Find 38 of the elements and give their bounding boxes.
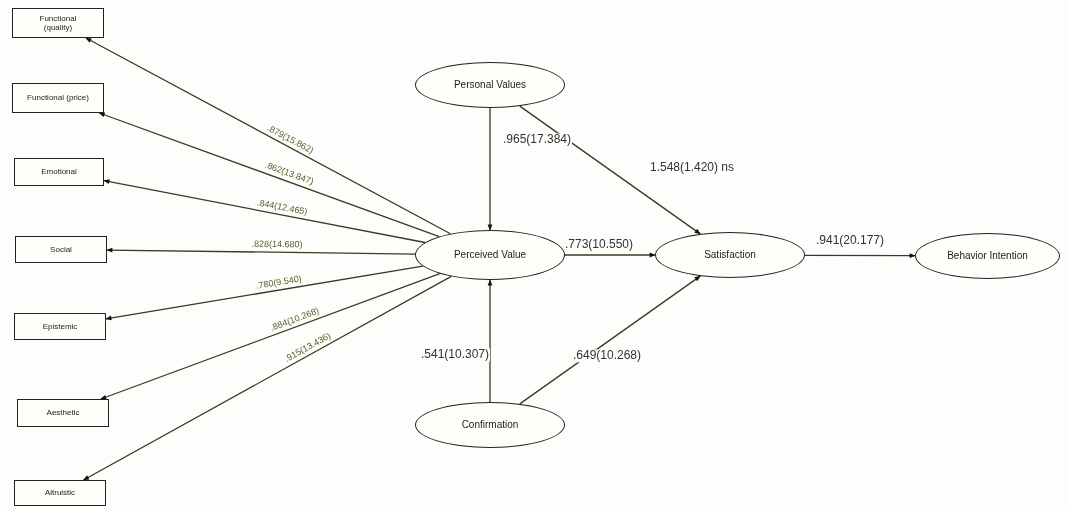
node-label: Behavior Intention <box>947 250 1028 262</box>
arrow <box>105 265 424 321</box>
edge-label: .965(17.384) <box>501 133 573 147</box>
node-label: Personal Values <box>453 79 527 91</box>
arrow <box>82 275 452 481</box>
node-label: Functional (price) <box>27 93 89 103</box>
edge-label: .828(14.680) <box>249 239 304 251</box>
arrow <box>98 112 440 238</box>
node-label: Altruistic <box>44 488 76 498</box>
node-label: Aesthetic <box>46 408 80 418</box>
indicator-box <box>14 480 106 506</box>
indicator-box <box>15 236 107 263</box>
node-label: Epistemic <box>42 321 78 332</box>
arrow <box>487 279 493 403</box>
arrow <box>106 247 416 255</box>
node-label: Confirmation <box>461 419 519 431</box>
edge-label: .649(10.268) <box>571 349 643 363</box>
indicator-box <box>14 313 106 340</box>
node-label: Emotional <box>41 167 77 177</box>
indicator-box <box>12 8 104 38</box>
edge-label: 1.548(1.420) ns <box>648 161 736 175</box>
node-label: Satisfaction <box>704 249 756 261</box>
indicator-box <box>12 83 104 113</box>
arrow <box>100 272 441 400</box>
edge-label: .941(20.177) <box>814 234 886 248</box>
arrow <box>85 37 452 235</box>
arrow <box>804 253 916 259</box>
node-label: Functional (quality) <box>38 13 78 33</box>
arrow <box>487 107 493 231</box>
edge-label: .541(10.307) <box>419 348 491 362</box>
edge-label: .773(10.550) <box>563 238 635 252</box>
indicator-box <box>17 399 109 427</box>
arrow <box>103 179 426 244</box>
node-label: Perceived Value <box>453 249 527 261</box>
arrow <box>564 252 656 258</box>
indicator-box <box>14 158 104 186</box>
edge-label: .780(9.540) <box>254 274 304 292</box>
node-label: Social <box>50 244 72 255</box>
